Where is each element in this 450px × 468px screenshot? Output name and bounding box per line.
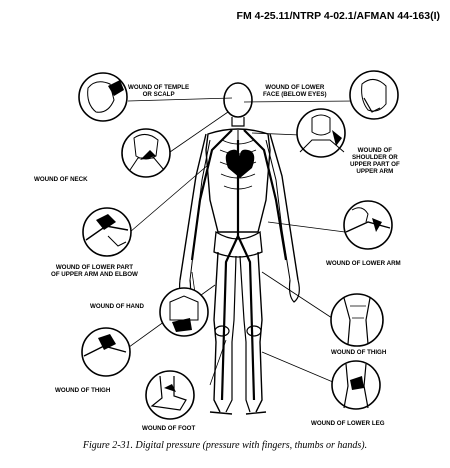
inset-neck <box>121 128 171 178</box>
label-wound-lower-upper-arm: WOUND OF LOWER PART OF UPPER ARM AND ELB… <box>51 264 138 278</box>
inset-thigh-left <box>81 327 131 377</box>
label-wound-lower-arm: WOUND OF LOWER ARM <box>326 260 401 267</box>
figure-caption: Figure 2-31. Digital pressure (pressure … <box>82 440 368 451</box>
inset-foot <box>145 370 195 420</box>
inset-hand <box>159 287 209 337</box>
inset-lower-arm <box>343 200 393 250</box>
label-wound-neck: WOUND OF NECK <box>34 176 88 183</box>
label-wound-shoulder: WOUND OF SHOULDER OR UPPER PART OF UPPER… <box>350 147 400 175</box>
label-wound-thigh-right: WOUND OF THIGH <box>331 349 387 356</box>
label-wound-lower-face: WOUND OF LOWER FACE (BELOW EYES) <box>263 84 327 98</box>
blood-vessels <box>190 129 288 401</box>
label-wound-hand: WOUND OF HAND <box>90 303 144 310</box>
inset-shoulder <box>296 108 346 158</box>
inset-lower-upper-arm <box>82 207 132 257</box>
heart-icon <box>225 149 255 178</box>
label-wound-thigh-left: WOUND OF THIGH <box>55 387 111 394</box>
inset-thigh-right <box>330 293 384 347</box>
inset-temple <box>78 72 128 122</box>
label-wound-temple: WOUND OF TEMPLE OR SCALP <box>128 84 190 98</box>
label-wound-lower-leg: WOUND OF LOWER LEG <box>311 420 385 427</box>
document-header: FM 4-25.11/NTRP 4-02.1/AFMAN 44-163(I) <box>236 10 440 22</box>
label-wound-foot: WOUND OF FOOT <box>142 425 196 432</box>
inset-lower-face <box>349 70 399 120</box>
inset-lower-leg <box>331 360 381 410</box>
